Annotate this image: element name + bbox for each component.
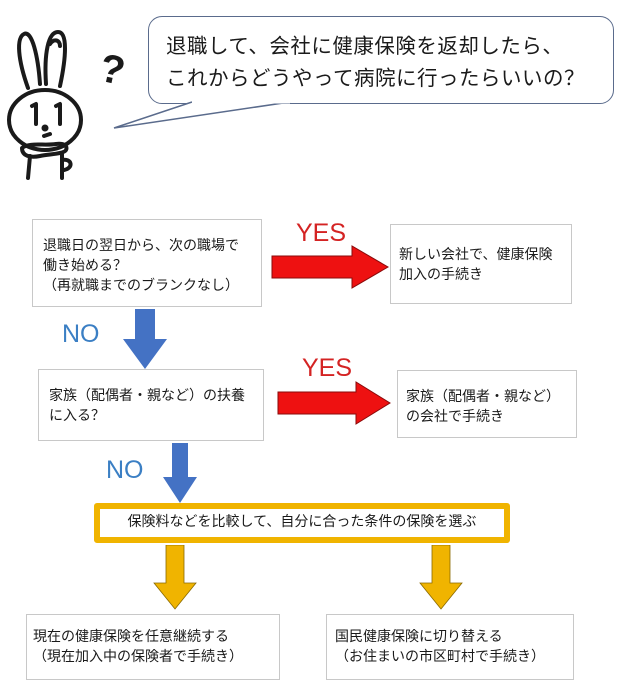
q1-line-1: 退職日の翌日から、次の職場で	[43, 238, 239, 254]
option-continue-insurance-box: 現在の健康保険を任意継続する （現在加入中の保険者で手続き）	[26, 614, 280, 680]
rabbit-character-icon	[7, 30, 83, 180]
q1-result-line-1: 新しい会社で、健康保険	[399, 247, 553, 263]
speech-line-1: 退職して、会社に健康保険を返却したら、	[166, 34, 564, 58]
q1-no-arrow-icon	[123, 309, 167, 369]
q2-no-label: NO	[106, 456, 144, 484]
choose-insurance-text: 保険料などを比較して、自分に合った条件の保険を選ぶ	[127, 514, 477, 530]
q2-no-arrow-icon	[163, 443, 197, 503]
option-right-line-1: 国民健康保険に切り替える	[335, 629, 503, 645]
q1-yes-result-box: 新しい会社で、健康保険 加入の手続き	[390, 224, 572, 304]
q2-yes-label: YES	[302, 354, 353, 382]
question-1-box: 退職日の翌日から、次の職場で 働き始める？ （再就職までのブランクなし）	[32, 219, 262, 307]
q2-line-1: 家族（配偶者・親など）の扶養	[49, 388, 245, 404]
speech-bubble	[148, 16, 614, 104]
q1-result-line-2: 加入の手続き	[399, 267, 483, 283]
option-left-line-1: 現在の健康保険を任意継続する	[33, 629, 229, 645]
question-2-box: 家族（配偶者・親など）の扶養 に入る？	[38, 369, 264, 441]
q1-line-3: （再就職までのブランクなし）	[43, 278, 239, 294]
q2-result-line-1: 家族（配偶者・親など）	[406, 389, 560, 405]
left-option-arrow-icon	[153, 545, 197, 610]
right-option-arrow-icon	[419, 545, 463, 610]
q2-yes-result-box: 家族（配偶者・親など） の会社で手続き	[397, 370, 577, 438]
option-national-insurance-box: 国民健康保険に切り替える （お住まいの市区町村で手続き）	[326, 614, 574, 680]
speech-line-2: これからどうやって病院に行ったらいいの？	[166, 66, 585, 90]
speech-bubble-text: 退職して、会社に健康保険を返却したら、 これからどうやって病院に行ったらいいの？	[166, 30, 585, 94]
q2-line-2: に入る？	[49, 408, 105, 424]
q1-yes-label: YES	[296, 219, 347, 247]
choose-insurance-box: 保険料などを比較して、自分に合った条件の保険を選ぶ	[94, 503, 510, 543]
q2-yes-arrow-icon	[277, 381, 391, 425]
q2-result-line-2: の会社で手続き	[406, 409, 504, 425]
option-left-line-2: （現在加入中の保険者で手続き）	[33, 649, 243, 665]
q1-line-2: 働き始める？	[43, 258, 127, 274]
q1-no-label: NO	[62, 320, 100, 348]
speech-bubble-tail	[113, 100, 291, 129]
option-right-line-2: （お住まいの市区町村で手続き）	[335, 649, 545, 665]
q1-yes-arrow-icon	[271, 245, 389, 289]
